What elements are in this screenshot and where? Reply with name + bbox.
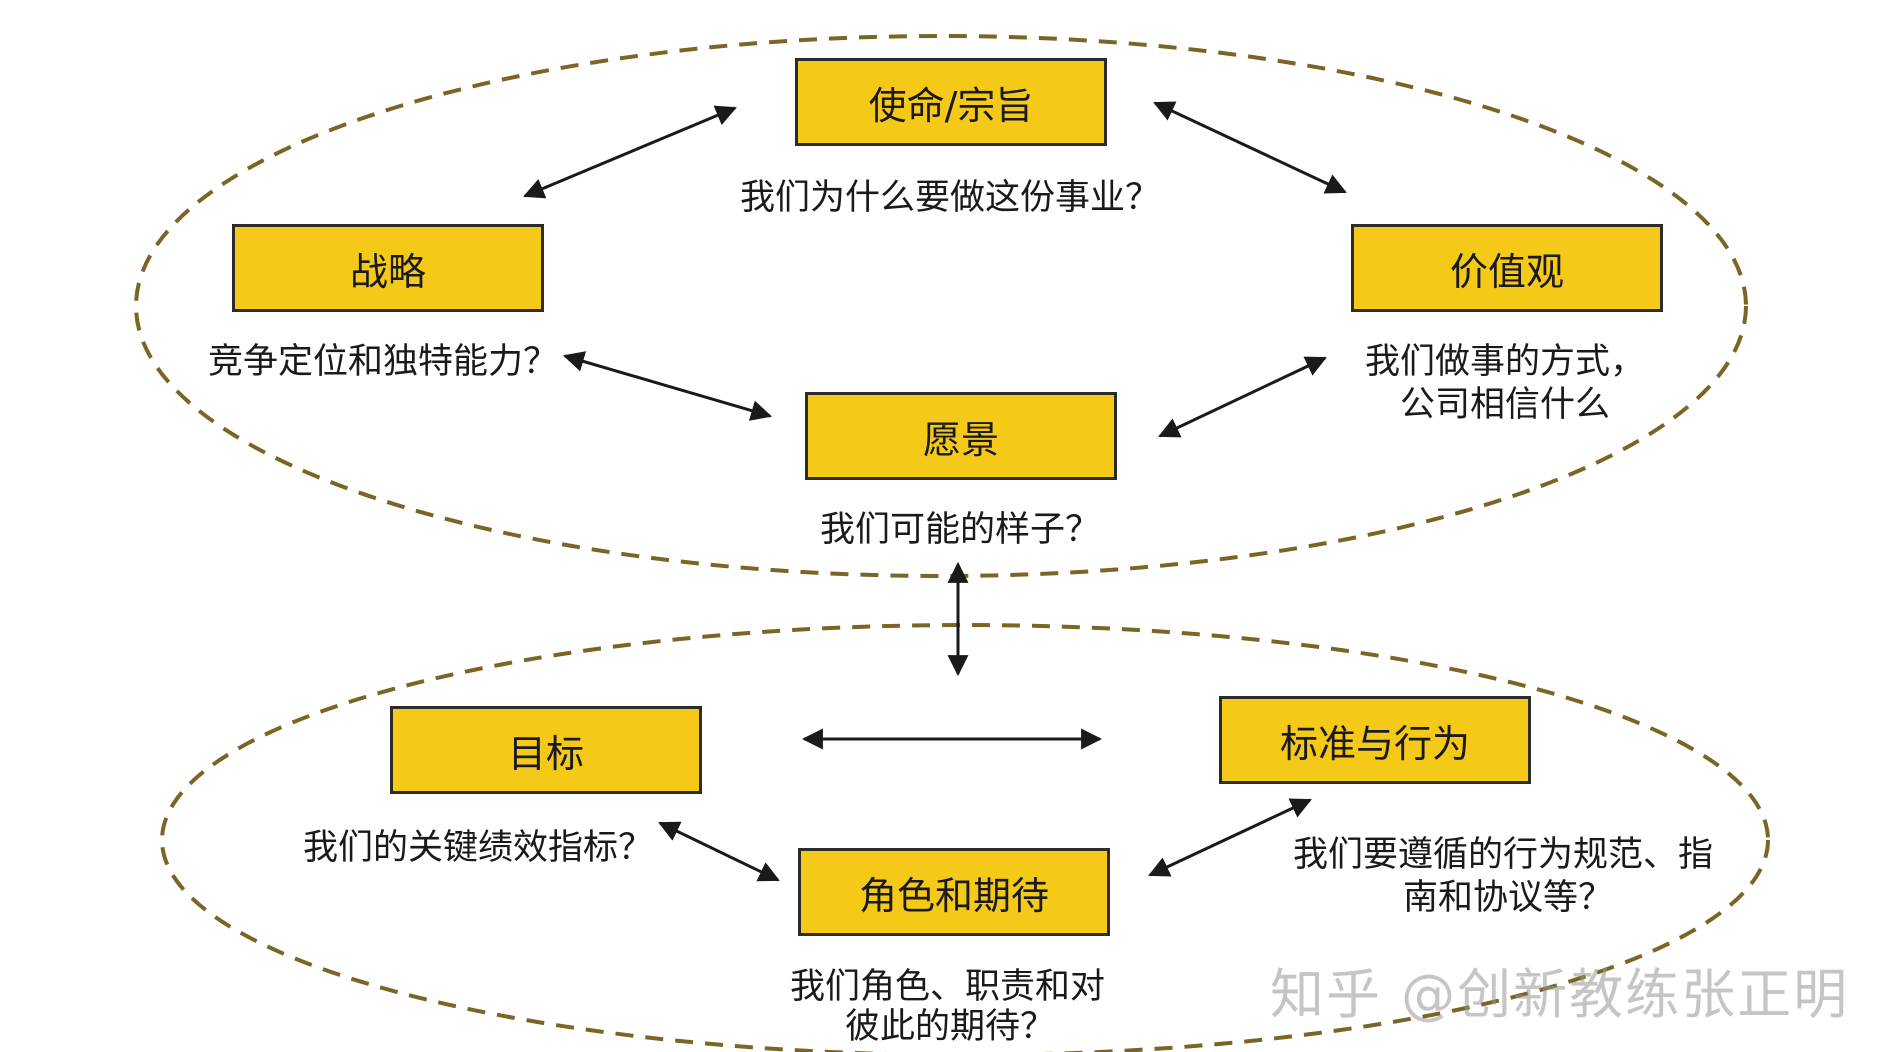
goals-label: 目标 bbox=[507, 731, 584, 776]
bottom-group-ellipse bbox=[160, 623, 1770, 1052]
arrow-mission-values bbox=[1153, 101, 1347, 194]
top-group-ellipse bbox=[134, 34, 1748, 578]
arrow-strategy-vision bbox=[562, 351, 773, 421]
strategy-caption: 竞争定位和独特能力？ bbox=[208, 342, 559, 382]
values-label: 价值观 bbox=[1449, 249, 1564, 294]
mission-caption: 我们为什么要做这份事业？ bbox=[739, 178, 1160, 218]
arrow-goals-roles bbox=[658, 821, 780, 882]
strategy-label: 战略 bbox=[349, 249, 426, 294]
goals-caption: 我们的关键绩效指标？ bbox=[303, 828, 654, 868]
vision-box: 愿景 bbox=[805, 392, 1117, 480]
roles-label: 角色和期待 bbox=[858, 873, 1049, 918]
roles-caption-line1: 我们角色、职责和对 bbox=[790, 967, 1106, 1007]
roles-caption-line2: 彼此的期待？ bbox=[845, 1007, 1056, 1047]
values-caption-line1: 我们做事的方式， bbox=[1365, 342, 1646, 382]
standards-box: 标准与行为 bbox=[1219, 696, 1531, 784]
values-caption-line2: 公司相信什么 bbox=[1400, 385, 1611, 425]
roles-box: 角色和期待 bbox=[798, 848, 1110, 936]
standards-label: 标准与行为 bbox=[1279, 721, 1470, 766]
strategy-box: 战略 bbox=[232, 224, 544, 312]
vision-label: 愿景 bbox=[922, 417, 999, 462]
arrow-mission-strategy bbox=[523, 105, 737, 199]
goals-box: 目标 bbox=[390, 706, 702, 794]
watermark: 知乎 @创新教练张正明 bbox=[1270, 963, 1850, 1026]
mission-label: 使命/宗旨 bbox=[868, 83, 1034, 128]
arrow-standards-roles bbox=[1148, 798, 1312, 877]
vision-caption: 我们可能的样子？ bbox=[819, 510, 1100, 550]
standards-caption-line1: 我们要遵循的行为规范、指 bbox=[1293, 835, 1714, 875]
values-box: 价值观 bbox=[1351, 224, 1663, 312]
arrow-values-vision bbox=[1158, 356, 1327, 438]
standards-caption-line2: 南和协议等？ bbox=[1403, 878, 1614, 918]
mission-box: 使命/宗旨 bbox=[795, 58, 1107, 146]
